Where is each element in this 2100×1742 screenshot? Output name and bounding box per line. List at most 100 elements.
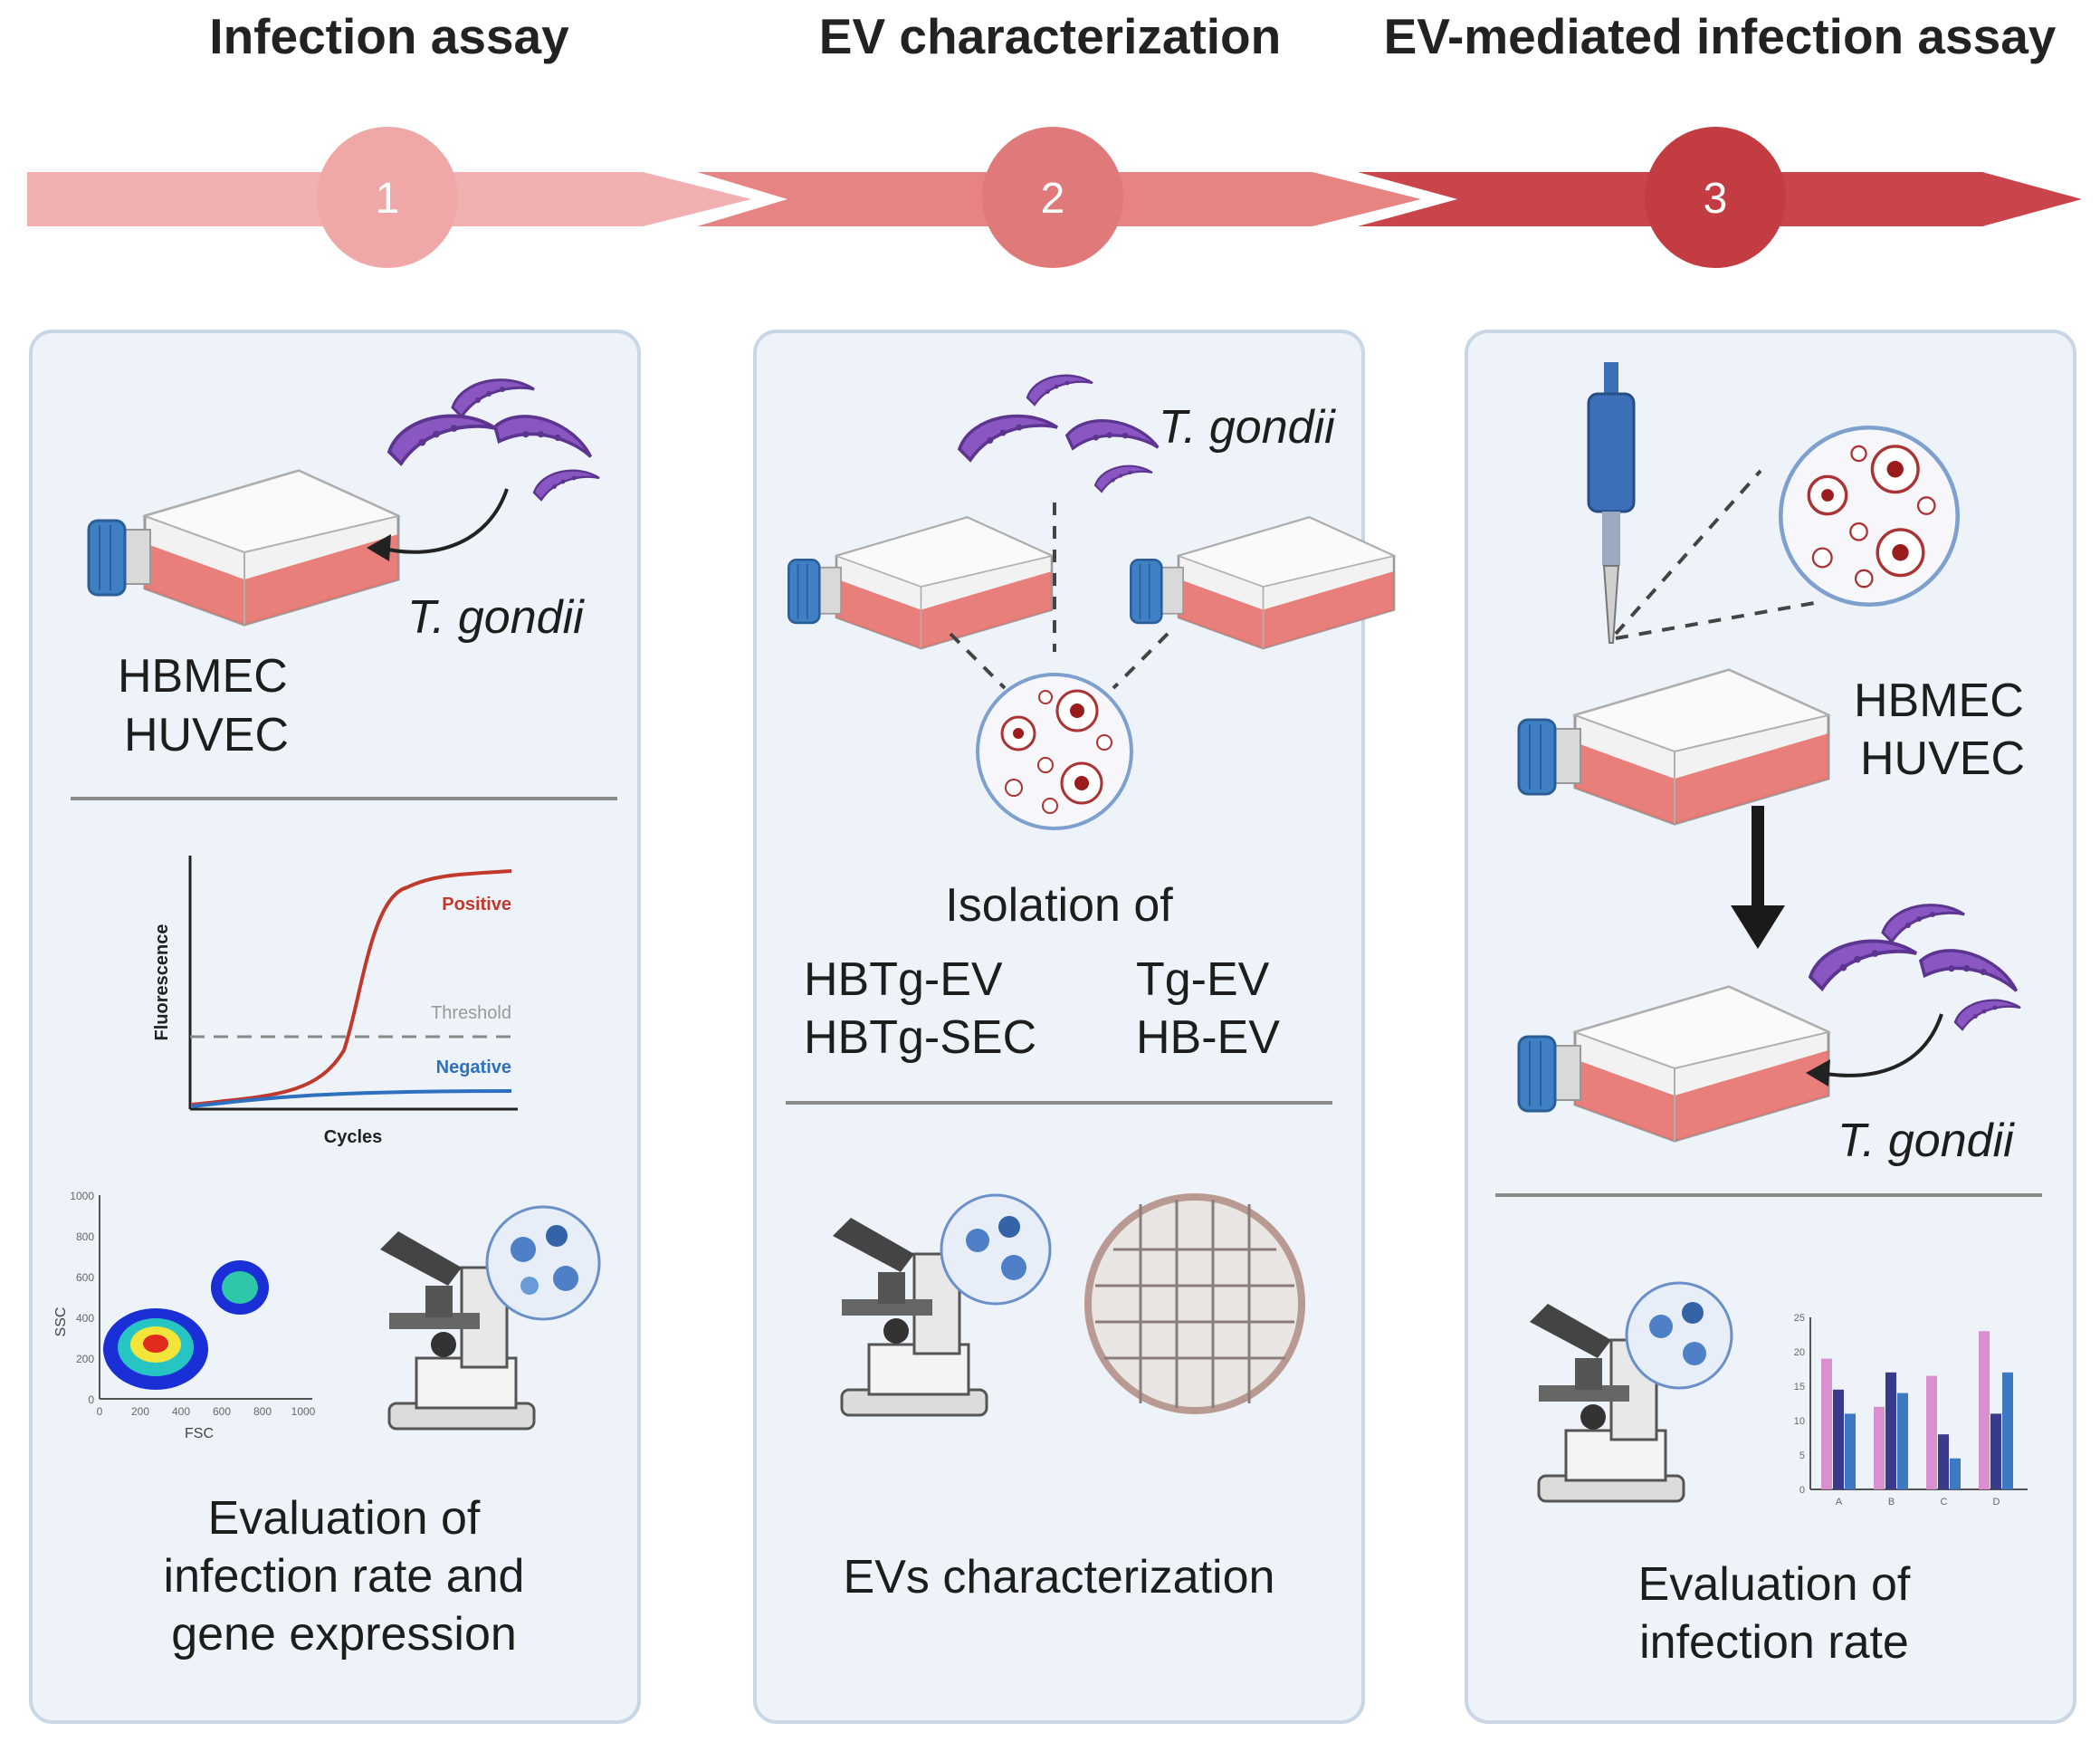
bar-xtick: A	[1836, 1497, 1843, 1508]
flow-ytick: 800	[76, 1230, 94, 1243]
step-2-title: EV characterization	[818, 8, 1282, 64]
flow-ytick: 0	[88, 1393, 94, 1406]
qpcr-negative-label: Negative	[436, 1058, 511, 1077]
panel1-caption-line-3: gene expression	[171, 1608, 517, 1661]
panel1-parasite-label: T. gondii	[407, 591, 584, 644]
panel3-divider	[1495, 1193, 2042, 1197]
bar-xtick: C	[1941, 1497, 1948, 1508]
panel1-divider	[71, 797, 617, 800]
qpcr-threshold-label: Threshold	[431, 1003, 511, 1023]
bar	[1979, 1331, 1990, 1489]
flask-icon	[1130, 516, 1396, 650]
flow-cytometry-plot	[99, 1195, 312, 1400]
parasite-icon	[1809, 939, 1918, 991]
bar	[1950, 1458, 1961, 1489]
infection-bar-chart	[1809, 1317, 2028, 1490]
parasite-icon	[532, 469, 601, 502]
step-1-title: Infection assay	[209, 8, 569, 64]
arrow-head-icon	[1806, 1059, 1830, 1086]
magnified-cells-icon	[940, 1193, 1052, 1306]
negative-curve	[191, 1089, 512, 1108]
ev-magnification-icon	[1780, 427, 1958, 605]
infection-arrow	[1818, 1013, 1943, 1077]
step-1-circle	[317, 127, 458, 268]
panel2-divider	[786, 1101, 1332, 1105]
panel1-cell-line-2: HUVEC	[124, 709, 290, 761]
flask-icon	[1517, 985, 1830, 1143]
panel3-caption-line-2: infection rate	[1639, 1616, 1909, 1669]
bar-ytick: 5	[1799, 1450, 1805, 1461]
bar	[1926, 1375, 1937, 1489]
qpcr-chart	[188, 856, 518, 1111]
ev-type-hbtg-sec: HBTg-SEC	[804, 1011, 1037, 1064]
bar-ytick: 25	[1794, 1313, 1805, 1324]
parasite-icon	[958, 414, 1059, 462]
bar-xtick: D	[1993, 1497, 2000, 1508]
bar-ytick: 0	[1799, 1485, 1805, 1496]
flow-xtick: 200	[131, 1405, 149, 1418]
ev-type-hbtg-ev: HBTg-EV	[804, 953, 1003, 1006]
flask-icon	[788, 516, 1054, 650]
bar	[1874, 1406, 1885, 1489]
parasite-icon	[1026, 374, 1094, 407]
step-1-number: 1	[376, 175, 400, 223]
positive-curve	[191, 869, 512, 1106]
panel2-caption: EVs characterization	[843, 1551, 1275, 1603]
ev-type-hb-ev: HB-EV	[1136, 1011, 1280, 1064]
pipette-icon	[1587, 362, 1636, 644]
parasite-icon	[451, 378, 536, 418]
flow-ytick: 1000	[70, 1190, 94, 1202]
parasite-icon	[1062, 405, 1163, 477]
flow-ylabel: SSC	[53, 1307, 69, 1337]
flow-xlabel: FSC	[185, 1426, 214, 1441]
bar-ytick: 10	[1794, 1416, 1805, 1427]
panel1-caption-line-1: Evaluation of	[207, 1492, 481, 1545]
qpcr-positive-label: Positive	[442, 895, 511, 914]
isolation-title: Isolation of	[945, 879, 1173, 932]
step-2-circle	[982, 127, 1123, 268]
bar	[1897, 1393, 1908, 1489]
bar	[1885, 1372, 1896, 1489]
bar	[1833, 1389, 1844, 1489]
down-arrow-icon	[1731, 905, 1785, 949]
bar-ytick: 15	[1794, 1382, 1805, 1393]
bar	[1938, 1434, 1949, 1489]
flow-xtick: 1000	[291, 1405, 316, 1418]
bar-ytick: 20	[1794, 1347, 1805, 1358]
flask-icon	[87, 469, 400, 627]
flow-ytick: 400	[76, 1312, 94, 1325]
flask-icon	[1517, 668, 1830, 826]
flow-xtick: 800	[253, 1405, 272, 1418]
ev-magnification-icon	[976, 673, 1133, 830]
panel3-parasite-label: T. gondii	[1838, 1115, 2014, 1167]
arrow-head-icon	[367, 534, 391, 561]
panel3-cell-line-2: HUVEC	[1860, 732, 2026, 785]
flow-xtick: 600	[213, 1405, 231, 1418]
infection-arrow	[379, 488, 509, 554]
qpcr-xlabel: Cycles	[324, 1127, 383, 1147]
parasite-icon	[1093, 464, 1154, 493]
bar	[1845, 1413, 1856, 1489]
bar	[1821, 1358, 1832, 1489]
magnified-cells-icon	[485, 1205, 601, 1321]
panel3-cell-line-1: HBMEC	[1854, 675, 2024, 727]
bar-xtick: B	[1888, 1497, 1895, 1508]
bar	[1990, 1413, 2001, 1489]
step-3-number: 3	[1704, 175, 1728, 223]
bar	[2002, 1372, 2013, 1489]
flow-xtick: 400	[172, 1405, 190, 1418]
flow-xtick: 0	[97, 1405, 103, 1418]
parasite-icon	[1881, 904, 1966, 943]
flow-ytick: 200	[76, 1353, 94, 1365]
parasite-icon	[387, 414, 497, 465]
magnified-cells-icon	[1625, 1281, 1733, 1390]
flow-ytick: 600	[76, 1271, 94, 1284]
panel3-caption-line-1: Evaluation of	[1637, 1558, 1911, 1611]
tem-grid-icon	[1084, 1193, 1305, 1414]
ev-type-tg-ev: Tg-EV	[1136, 953, 1270, 1006]
panel1-caption-line-2: infection rate and	[163, 1550, 525, 1603]
parasite-icon	[1953, 999, 2022, 1031]
step-3-title: EV-mediated infection assay	[1383, 8, 2057, 64]
panel1-cell-line-1: HBMEC	[118, 650, 288, 703]
